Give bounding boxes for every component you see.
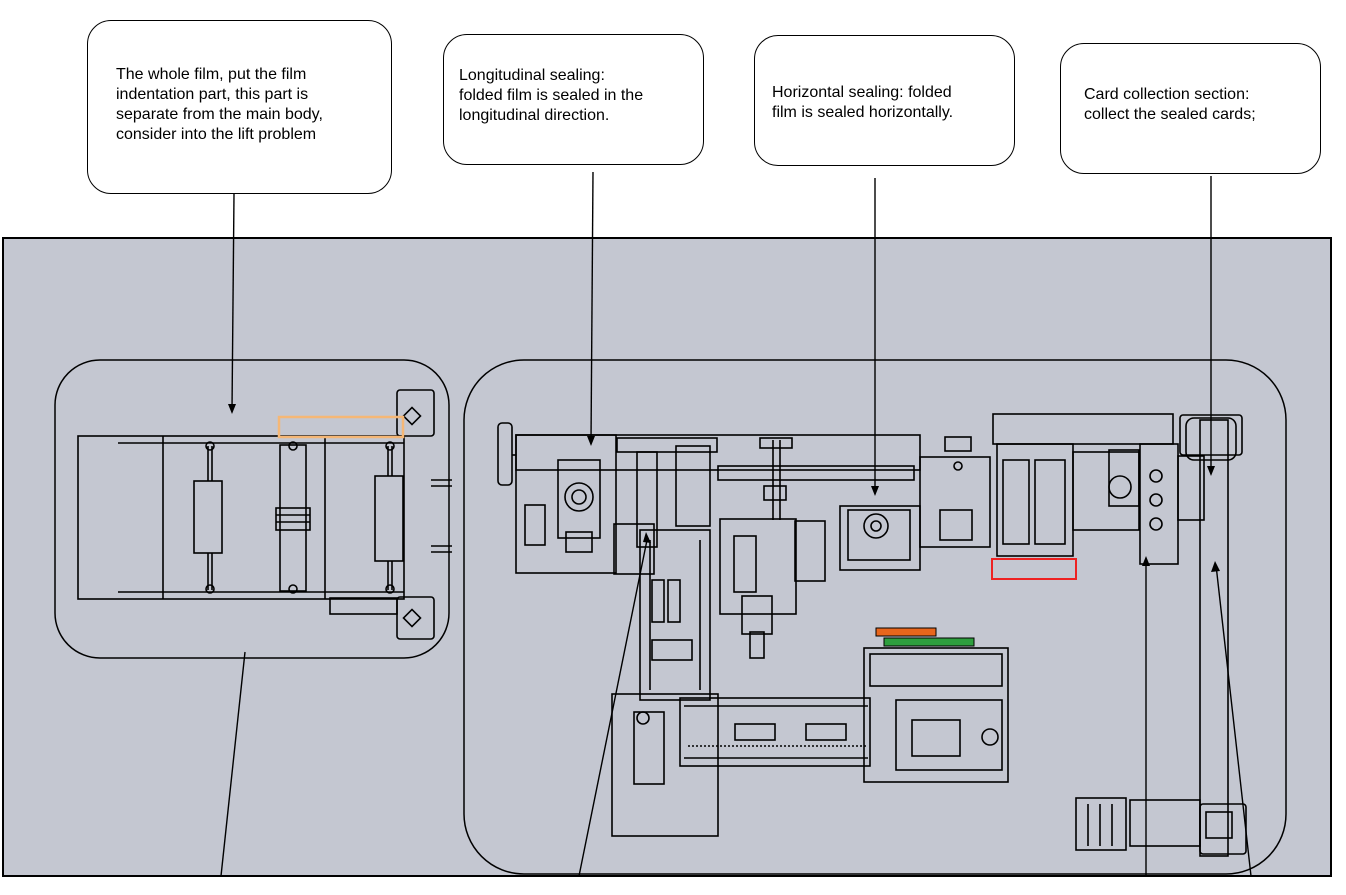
leader-line-chute [1215, 564, 1252, 877]
orange-highlight-frame [277, 415, 405, 439]
callout-longitudinal-sealing: Longitudinal sealing: folded film is sea… [443, 34, 704, 165]
leader-line-carriage [578, 539, 648, 877]
horizontal-sealing-module [717, 436, 991, 659]
callout-line: Horizontal sealing: folded [772, 84, 952, 101]
callout-film-indentation: The whole film, put the film indentation… [87, 20, 392, 194]
callout-line: The whole film, put the film [116, 66, 307, 83]
callout-card-collection: Card collection section: collect the sea… [1060, 43, 1321, 174]
callout-horizontal-sealing: Horizontal sealing: folded film is seale… [754, 35, 1015, 166]
callout-line: indentation part, this part is [116, 86, 309, 103]
red-highlight-frame [991, 558, 1077, 580]
callout-line: consider into the lift problem [116, 126, 317, 143]
leader-line-longitudinal [590, 171, 594, 443]
film-indentation-module [77, 389, 452, 640]
feed-conveyor-module [679, 647, 1009, 783]
leader-line-film [231, 193, 235, 411]
leader-line-group [220, 651, 246, 877]
callout-line: Longitudinal sealing: [459, 67, 605, 84]
callout-line: longitudinal direction. [459, 107, 610, 124]
drawing-panel [2, 237, 1332, 877]
card-collection-module [992, 413, 1247, 857]
callout-line: Card collection section: [1084, 86, 1250, 103]
callout-line: separate from the main body, [116, 106, 323, 123]
callout-line: folded film is sealed in the [459, 87, 644, 104]
film-indentation-group-outline [54, 359, 450, 659]
callout-line: film is sealed horizontally. [772, 104, 954, 121]
callout-line: collect the sealed cards; [1084, 106, 1256, 123]
